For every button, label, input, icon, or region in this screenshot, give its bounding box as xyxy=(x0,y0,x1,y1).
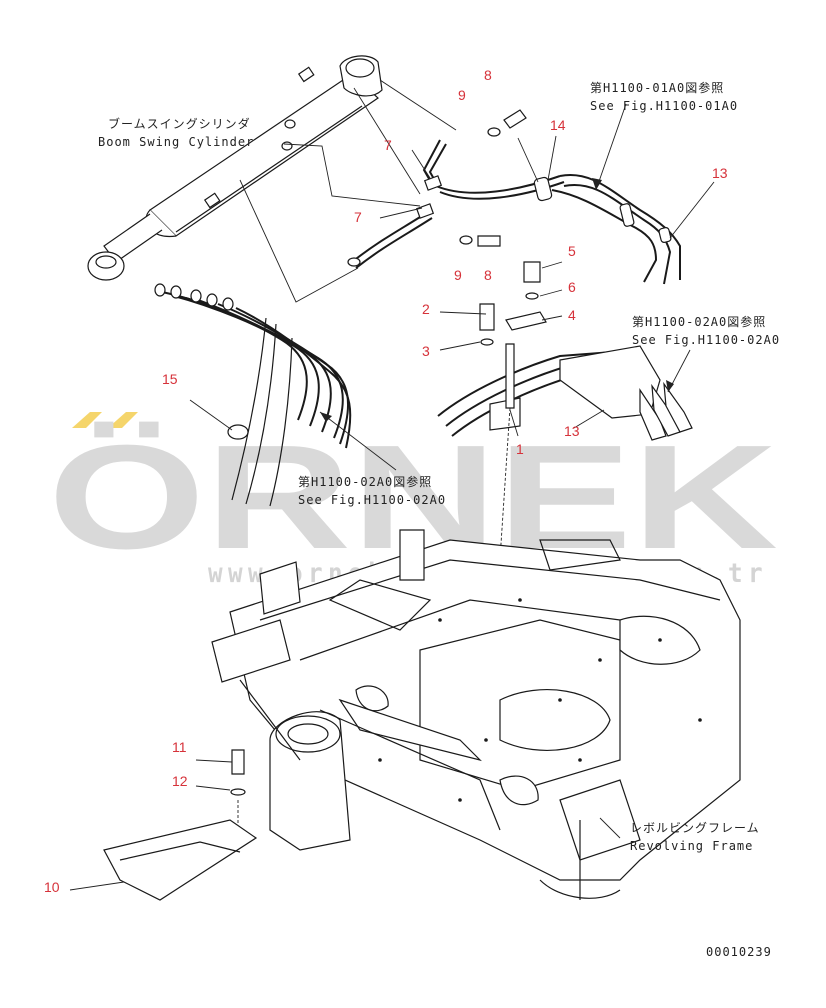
bolt-8-lower xyxy=(477,235,501,247)
callout-11: 11 xyxy=(172,739,187,755)
callout-13-upper: 13 xyxy=(712,165,728,181)
label-ref3-jp: 第H1100-02A0図参照 xyxy=(298,474,432,489)
label-ref2-jp: 第H1100-02A0図参照 xyxy=(632,314,766,329)
callout-9-upper: 9 xyxy=(458,87,466,103)
callout-8-upper: 8 xyxy=(484,67,492,83)
callout-7-lower: 7 xyxy=(354,209,362,225)
callout-8-lower: 8 xyxy=(484,267,492,283)
callout-5: 5 xyxy=(568,243,576,259)
callout-4: 4 xyxy=(568,307,576,323)
washer-12 xyxy=(230,788,246,796)
label-ref1-jp: 第H1100-01A0図参照 xyxy=(590,80,724,95)
leader-lines xyxy=(69,103,715,891)
clamp-block-1 xyxy=(489,397,521,431)
callout-9-lower: 9 xyxy=(454,267,462,283)
hose-assembly-upper xyxy=(533,173,681,285)
washer-3 xyxy=(480,338,494,346)
callout-15: 15 xyxy=(162,371,178,387)
clamp-15 xyxy=(227,424,249,440)
label-ref2-en: See Fig.H1100-02A0 xyxy=(632,333,780,347)
callout-12: 12 xyxy=(172,773,188,789)
washer-9-upper xyxy=(487,127,501,137)
callout-14: 14 xyxy=(550,117,566,133)
callout-6: 6 xyxy=(568,279,576,295)
washer-6 xyxy=(525,292,539,300)
label-revolving-en: Revolving Frame xyxy=(630,839,753,853)
boom-swing-cylinder xyxy=(87,55,383,281)
callout-2: 2 xyxy=(422,301,430,317)
frame-post xyxy=(399,529,425,581)
label-boom-swing-jp: ブームスイングシリンダ xyxy=(108,116,251,131)
cylinder-hoses xyxy=(239,79,565,303)
bolt-2 xyxy=(479,303,495,331)
hose-bundle-left xyxy=(154,283,352,507)
watermark-accent-left xyxy=(72,412,102,428)
label-ref3-en: See Fig.H1100-02A0 xyxy=(298,493,446,507)
callout-1: 1 xyxy=(516,441,524,457)
bolt-5 xyxy=(523,261,541,283)
text-labels: ブームスイングシリンダ Boom Swing Cylinder 第H1100-0… xyxy=(98,80,780,959)
drawing-number: 00010239 xyxy=(706,945,772,959)
label-revolving-jp: レボルビングフレーム xyxy=(630,821,760,835)
callout-7-upper: 7 xyxy=(384,137,392,153)
callout-numbers: 8 9 7 7 9 8 14 13 5 6 4 2 3 1 13 15 11 1… xyxy=(44,67,728,895)
long-bolt-1 xyxy=(505,343,515,409)
bolt-11 xyxy=(231,749,245,775)
label-ref1-en: See Fig.H1100-01A0 xyxy=(590,99,738,113)
clamp-assembly xyxy=(437,261,693,741)
washer-9-lower xyxy=(459,235,473,245)
revolving-frame xyxy=(103,529,741,901)
watermark-accent-right xyxy=(108,412,138,428)
bolt-8-upper xyxy=(503,109,527,129)
callout-10: 10 xyxy=(44,879,60,895)
plate-4 xyxy=(505,311,547,331)
callout-13-lower: 13 xyxy=(564,423,580,439)
label-boom-swing-en: Boom Swing Cylinder xyxy=(98,135,254,149)
callout-3: 3 xyxy=(422,343,430,359)
cover-10 xyxy=(103,819,258,901)
